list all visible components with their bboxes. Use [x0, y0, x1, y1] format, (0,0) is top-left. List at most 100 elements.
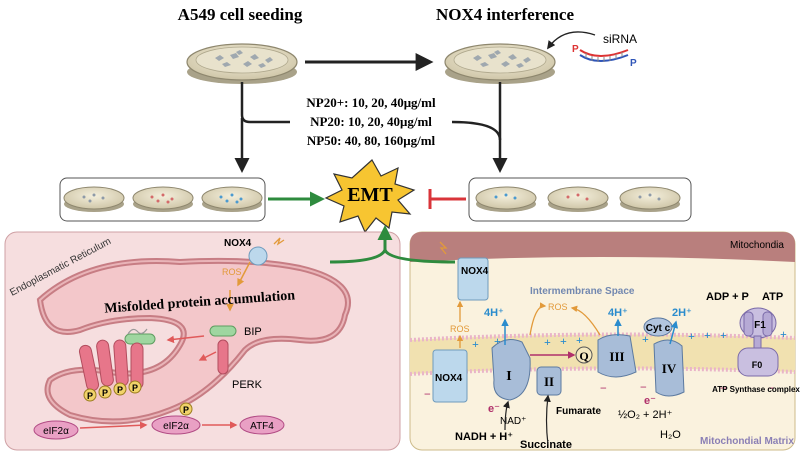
- er-ros-label: ROS: [222, 267, 242, 277]
- mito-nox4-left-icon: [432, 349, 468, 403]
- svg-text:+: +: [472, 337, 479, 351]
- f1-label: F1: [754, 320, 766, 331]
- electron-a-label: e⁻: [488, 403, 500, 415]
- complex-iii-icon: [597, 334, 637, 378]
- atf4-icon: [239, 415, 285, 435]
- eif2a-phospho-p: P: [183, 405, 189, 415]
- mito-nox4-top-label: NOX4: [461, 266, 489, 277]
- complex-i-label: I: [506, 369, 511, 384]
- f0-label: F0: [752, 360, 763, 370]
- mito-nox4-left-label: NOX4: [435, 373, 463, 384]
- step-seeding-title: A549 cell seeding: [178, 5, 303, 24]
- svg-text:+: +: [576, 333, 583, 347]
- er-lightning-icon: [273, 237, 285, 246]
- svg-text:−: −: [424, 387, 431, 401]
- bip-icon: [209, 325, 237, 337]
- eif2a-icon: [33, 420, 79, 440]
- ubiquinone-icon: [575, 346, 593, 364]
- sirna-label: siRNA: [603, 32, 637, 46]
- free-bip-icon: [124, 333, 156, 345]
- svg-text:+: +: [560, 334, 567, 348]
- sirna-p-blue: P: [630, 58, 637, 69]
- svg-text:−: −: [768, 381, 775, 395]
- phospho-p1: P: [87, 391, 93, 401]
- svg-text:+: +: [720, 328, 727, 342]
- right-branch-line-b: [451, 120, 502, 141]
- svg-text:+: +: [494, 334, 501, 348]
- h2-label: 2H⁺: [672, 307, 692, 319]
- succinate-arrow: [543, 394, 551, 446]
- complex-iv-proton-arrow: [669, 320, 679, 345]
- dose-np20plus: NP20+: 10, 20, 40μg/ml: [306, 95, 436, 110]
- mito-lightning-icon: [439, 241, 448, 255]
- misfolded-protein-icon: [127, 328, 148, 335]
- mito-to-emt-line: [383, 249, 456, 264]
- atp-synthase-label: ATP Synthase complex: [712, 385, 800, 394]
- svg-text:+: +: [780, 327, 787, 341]
- matrix-label: Mitochondial Matrix: [700, 436, 794, 447]
- emt-label: EMT: [347, 184, 393, 206]
- atf4-label: ATF4: [250, 421, 274, 432]
- left-branch-line: [240, 82, 290, 124]
- electron-b-label: e⁻: [644, 395, 656, 407]
- treated-dish-2: [132, 186, 194, 212]
- sirna-arrow: [547, 31, 596, 50]
- phospho-p4: P: [132, 383, 138, 393]
- dose-np20: NP20: 10, 20, 40μg/ml: [310, 114, 432, 129]
- step-interference-title: NOX4 interference: [436, 5, 574, 24]
- seeding-dish-icon: [186, 43, 298, 84]
- eif2a-phospho-icon: [179, 402, 193, 416]
- er-nox4-label: NOX4: [224, 238, 252, 249]
- eif2a-phospho-arrow: [79, 421, 148, 430]
- svg-text:+: +: [642, 332, 649, 346]
- eif2a-label: eIF2α: [43, 426, 69, 437]
- dose-np50: NP50: 40, 80, 160μg/ml: [307, 133, 436, 148]
- phospho-p2: P: [102, 388, 108, 398]
- intermembrane-label: Intermembrane Space: [530, 286, 635, 297]
- inner-membrane-top: [409, 332, 796, 342]
- mito-ros-top-label: ROS: [548, 302, 568, 312]
- adp-label: ADP + P: [706, 291, 749, 303]
- svg-text:−: −: [600, 381, 607, 395]
- cytc-label: Cyt c: [646, 323, 671, 334]
- sirna-icon: [579, 49, 629, 62]
- mito-region-label: Mitochondia: [730, 240, 784, 251]
- succinate-label: Succinate: [520, 439, 572, 451]
- perk-monomer-icon: [217, 339, 229, 375]
- svg-text:−: −: [640, 380, 647, 394]
- treated-dish-3: [201, 186, 263, 212]
- er-membrane-inner: [38, 259, 349, 423]
- treated-dish-1: [63, 186, 125, 212]
- eif2a-p-label: eIF2α: [163, 421, 189, 432]
- outer-membrane: [410, 232, 795, 262]
- complex-iv-label: IV: [662, 361, 677, 376]
- phospho-p3: P: [117, 385, 123, 395]
- proton-plus-signs: + + + + + + + + + +: [472, 327, 787, 351]
- perk-to-dimer-arrow: [198, 351, 217, 361]
- mito-ros-left-label: ROS: [450, 324, 470, 334]
- bip-label: BIP: [244, 326, 262, 338]
- svg-text:−: −: [720, 381, 727, 395]
- bip-release-arrow: [166, 335, 205, 344]
- nadh-arrow: [502, 400, 510, 431]
- sirna-p-red: P: [572, 44, 579, 55]
- complex-iii-label: III: [609, 349, 624, 364]
- svg-text:+: +: [544, 335, 551, 349]
- svg-text:+: +: [688, 329, 695, 343]
- interference-dish-icon: [444, 43, 556, 84]
- perk-label: PERK: [232, 379, 263, 391]
- oxygen-label: ½O₂ + 2H⁺: [618, 409, 673, 421]
- emt-star-icon: [324, 159, 416, 234]
- nadh-label: NADH + H⁺: [455, 431, 513, 443]
- mito-nox4-top-icon: [457, 257, 489, 301]
- water-label: H₂O: [660, 429, 681, 441]
- svg-text:+: +: [704, 328, 711, 342]
- er-nox4-to-ros-arrow: [237, 261, 251, 287]
- complex-iv-icon: [653, 339, 685, 397]
- perk-oligomer-icon: [78, 339, 144, 392]
- ros-from-complex1-arrow: [529, 302, 547, 336]
- interfered-dish-2: [547, 186, 609, 212]
- er-nox4-icon: [248, 246, 268, 266]
- nad-label: NAD⁺: [500, 416, 526, 427]
